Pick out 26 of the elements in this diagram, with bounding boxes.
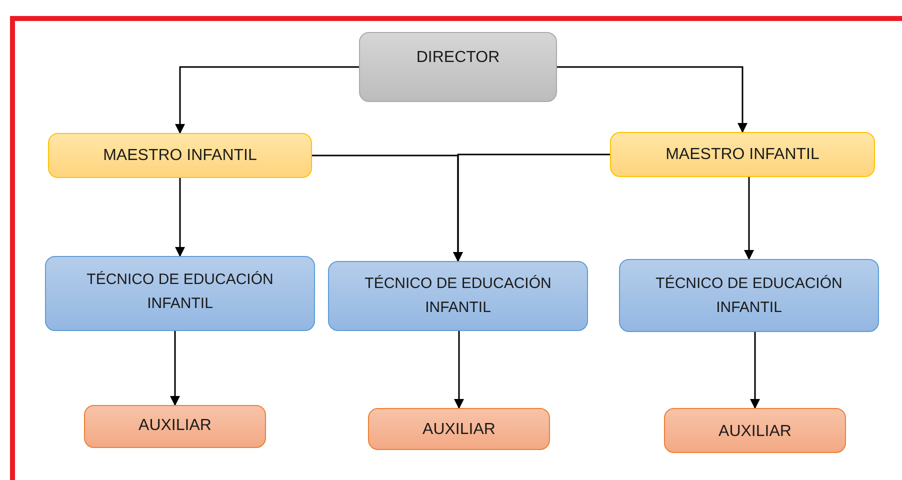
- org-box: [664, 408, 846, 453]
- role-title: TÉCNICO DE EDUCACIÓN INFANTIL: [86, 270, 274, 314]
- role-title: TÉCNICO DE EDUCACIÓN INFANTIL: [364, 274, 552, 318]
- role-title: TÉCNICO DE EDUCACIÓN INFANTIL: [654, 274, 844, 318]
- role-title: AUXILIAR: [422, 420, 496, 440]
- org-box: [48, 133, 312, 178]
- role-title: MAESTRO INFANTIL: [103, 146, 257, 166]
- arrow: [170, 331, 180, 406]
- role-title: DIRECTOR: [416, 48, 500, 68]
- arrow: [454, 331, 464, 409]
- arrow: [453, 154, 610, 262]
- role-title: MAESTRO INFANTIL: [666, 144, 820, 165]
- org-box: [45, 256, 315, 331]
- arrow: [744, 177, 754, 260]
- arrow: [557, 66, 748, 133]
- org-box: [328, 261, 588, 331]
- org-box: [619, 259, 879, 332]
- role-title: AUXILIAR: [138, 416, 212, 436]
- org-box: [610, 132, 875, 177]
- org-box: [84, 405, 266, 448]
- org-box: [359, 32, 557, 102]
- arrow: [175, 66, 359, 134]
- arrow: [750, 332, 760, 409]
- role-title: AUXILIAR: [718, 422, 792, 442]
- arrow: [175, 178, 185, 257]
- org-box: [368, 408, 550, 450]
